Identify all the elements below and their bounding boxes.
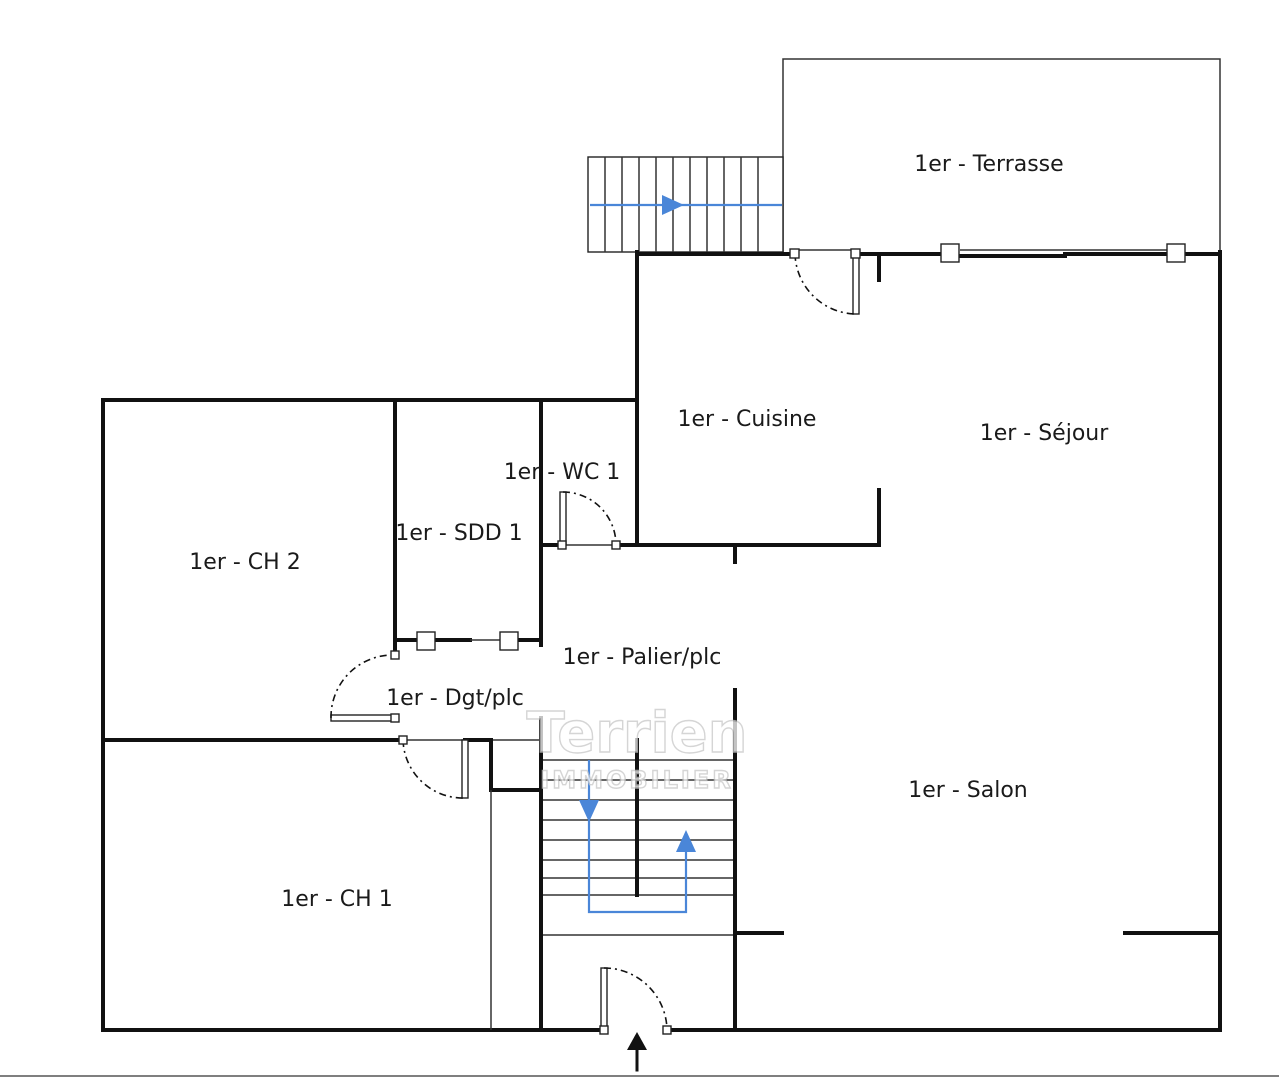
room-label-sdd1: 1er - SDD 1 (395, 521, 522, 546)
walls (101, 249, 1222, 1032)
room-label-sejour: 1er - Séjour (980, 421, 1110, 446)
room-label-palier: 1er - Palier/plc (563, 645, 722, 670)
room-label-terrasse: 1er - Terrasse (914, 152, 1063, 177)
room-label-salon: 1er - Salon (908, 778, 1027, 803)
watermark-sub: IMMOBILIER (540, 766, 733, 794)
entrance-arrow-icon (627, 1032, 647, 1050)
room-labels: 1er - Terrasse 1er - Cuisine 1er - Séjou… (189, 152, 1109, 912)
stair-arrow-right-icon (662, 195, 684, 215)
room-label-wc1: 1er - WC 1 (504, 460, 621, 485)
interior-staircase (543, 738, 733, 936)
stair-arrow-up-icon (676, 830, 696, 852)
exterior-staircase (587, 156, 784, 253)
room-label-ch1: 1er - CH 1 (281, 887, 392, 912)
watermark-logo: Terrien IMMOBILIER (526, 700, 748, 794)
doors (330, 243, 1186, 1072)
room-label-dgt: 1er - Dgt/plc (386, 686, 524, 711)
room-label-ch2: 1er - CH 2 (189, 550, 300, 575)
terrasse-outline (782, 58, 1221, 252)
watermark-brand: Terrien (526, 701, 747, 766)
stair-arrow-down-icon (579, 800, 599, 822)
room-label-cuisine: 1er - Cuisine (678, 407, 817, 432)
